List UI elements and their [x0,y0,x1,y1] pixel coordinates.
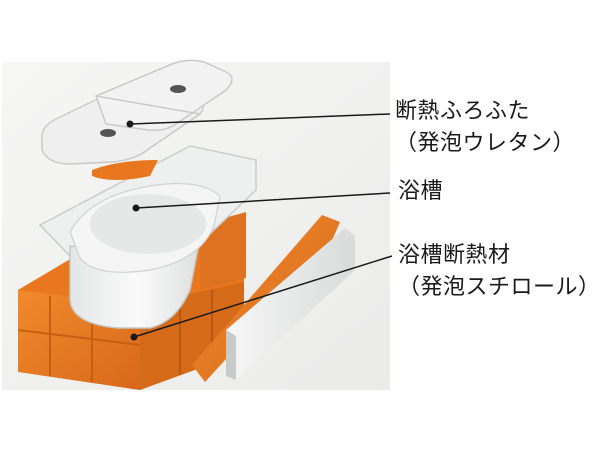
label-lid: 断熱ふろふた （発泡ウレタン） [395,96,575,160]
label-insulation-line1: 浴槽断熱材 [398,243,511,268]
label-lid-line1: 断熱ふろふた [395,99,531,124]
leader-line-lid [126,113,391,128]
label-insulation: 浴槽断熱材 （発泡スチロール） [398,240,600,304]
leader-line-tub [132,192,391,212]
label-tub-line1: 浴槽 [398,179,444,204]
lid-foam-core [92,160,158,180]
label-lid-line2: （発泡ウレタン） [395,131,576,156]
label-insulation-line2: （発泡スチロール） [398,275,600,300]
bathtub-apron-panel [226,228,355,380]
bath-lid [41,59,233,165]
leader-line-insulation [130,255,393,341]
label-tub: 浴槽 [398,176,443,208]
